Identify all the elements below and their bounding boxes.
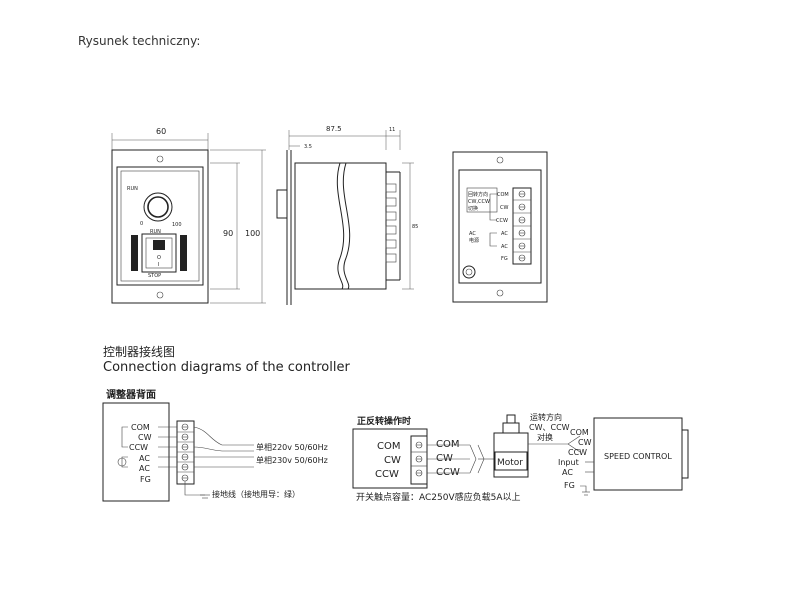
- speed-control-diagram: 运转方向 CW、CCW 对换 SPEED CONTROL COM CW CCW …: [528, 412, 689, 496]
- back-note-ac-1: AC: [469, 231, 476, 237]
- dim-height-85: 85: [412, 224, 418, 230]
- label-run-top: RUN: [127, 186, 138, 192]
- panel-term-cw: CW: [138, 433, 152, 442]
- dim-height-90: 90: [223, 229, 233, 238]
- back-term-com: COM: [497, 192, 509, 198]
- label-100: 100: [172, 222, 182, 228]
- sc-label-ac: AC: [562, 468, 573, 477]
- sc-label-input: Input: [558, 458, 579, 467]
- supply-220v: 单相220v 50/60Hz: [256, 442, 328, 452]
- switching-diagram: 正反转操作时 COM CW CCW COM CW CCW Motor 开关触点容…: [352, 414, 529, 503]
- back-term-ccw: CCW: [496, 218, 508, 224]
- panel-term-ccw: CCW: [129, 443, 148, 452]
- back-view: COM CW CCW AC AC FG 回转方向 CW,CCW 切换 AC 电源: [452, 151, 548, 303]
- back-note-direction-3: 切换: [468, 205, 478, 212]
- sc-label-ccw: CCW: [568, 448, 587, 457]
- section-title-cn: 控制器接线图: [103, 344, 175, 359]
- speed-control-box: SPEED CONTROL: [604, 452, 672, 461]
- dim-offset-3-5: 3.5: [304, 144, 312, 150]
- section-title-en: Connection diagrams of the controller: [103, 360, 350, 375]
- switching-title: 正反转操作时: [357, 415, 411, 427]
- panel-term-ac1: AC: [139, 454, 150, 463]
- capacity-note: 开关触点容量：AC250V感应负载5A以上: [356, 491, 521, 503]
- dim-rear-11: 11: [389, 127, 395, 133]
- panel-back-diagram: 调整器背面 COM CW CCW AC AC FG: [102, 388, 328, 502]
- back-term-cw: CW: [500, 205, 508, 211]
- direction-note-3: 对换: [537, 432, 553, 442]
- panel-term-com: COM: [131, 423, 150, 432]
- label-zero: 0: [140, 221, 143, 227]
- panel-term-ac2: AC: [139, 464, 150, 473]
- page-title: Rysunek techniczny:: [78, 34, 201, 48]
- switch-right-com: COM: [436, 439, 459, 450]
- direction-note-1: 运转方向: [530, 412, 562, 422]
- switch-left-ccw: CCW: [375, 469, 399, 480]
- panel-back-title: 调整器背面: [106, 388, 156, 401]
- label-stop: STOP: [148, 273, 161, 279]
- panel-term-fg: FG: [140, 475, 151, 484]
- back-note-direction-1: 回转方向: [468, 191, 488, 198]
- supply-230v: 单相230v 50/60Hz: [256, 455, 328, 465]
- switch-right-cw: CW: [436, 453, 453, 464]
- switch-right-ccw: CCW: [436, 467, 460, 478]
- switch-left-com: COM: [377, 441, 400, 452]
- back-term-ac1: AC: [501, 231, 508, 237]
- dim-depth-87-5: 87.5: [326, 125, 342, 133]
- dim-width-60: 60: [156, 127, 166, 136]
- label-run-bottom: RUN: [150, 229, 161, 235]
- back-note-ac-2: 电源: [469, 237, 479, 244]
- side-view: 87.5 11 3.5 85: [276, 125, 418, 305]
- front-view: 60 RUN 0 100 RUN O I STOP 90 100: [111, 127, 266, 304]
- ground-note: 接地线（接地用导：绿）: [212, 489, 300, 499]
- switch-on-mark: I: [158, 262, 159, 268]
- back-term-ac2: AC: [501, 244, 508, 250]
- back-term-fg: FG: [501, 256, 508, 262]
- sc-label-com: COM: [570, 428, 589, 437]
- back-note-direction-2: CW,CCW: [468, 199, 490, 205]
- sc-label-cw: CW: [578, 438, 592, 447]
- switch-off-mark: O: [157, 255, 161, 261]
- direction-note-2: CW、CCW: [529, 423, 570, 432]
- switch-left-cw: CW: [384, 455, 401, 466]
- dim-height-100: 100: [245, 229, 260, 238]
- motor-label: Motor: [497, 458, 523, 468]
- sc-label-fg: FG: [564, 481, 575, 490]
